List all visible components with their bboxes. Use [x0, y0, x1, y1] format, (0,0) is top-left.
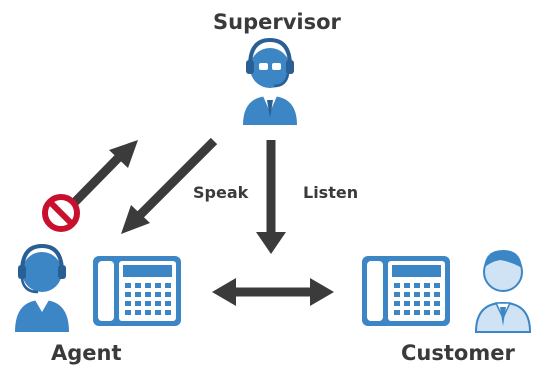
no-entry-icon — [42, 194, 80, 232]
customer-phone-icon — [362, 256, 450, 326]
arrow-agent-to-supervisor — [68, 140, 138, 209]
supervisor-label: Supervisor — [213, 10, 341, 34]
speak-label: Speak — [193, 183, 249, 202]
agent-phone-icon — [93, 256, 181, 326]
listen-label: Listen — [303, 183, 359, 202]
agent-label: Agent — [51, 341, 122, 365]
supervisor-headset-icon — [243, 37, 297, 125]
arrow-agent-customer-call — [212, 278, 334, 306]
arrow-supervisor-to-call — [256, 140, 286, 254]
customer-person-icon — [474, 250, 532, 333]
agent-headset-icon — [15, 243, 69, 332]
customer-label: Customer — [401, 341, 515, 365]
arrow-supervisor-to-agent — [121, 137, 218, 234]
